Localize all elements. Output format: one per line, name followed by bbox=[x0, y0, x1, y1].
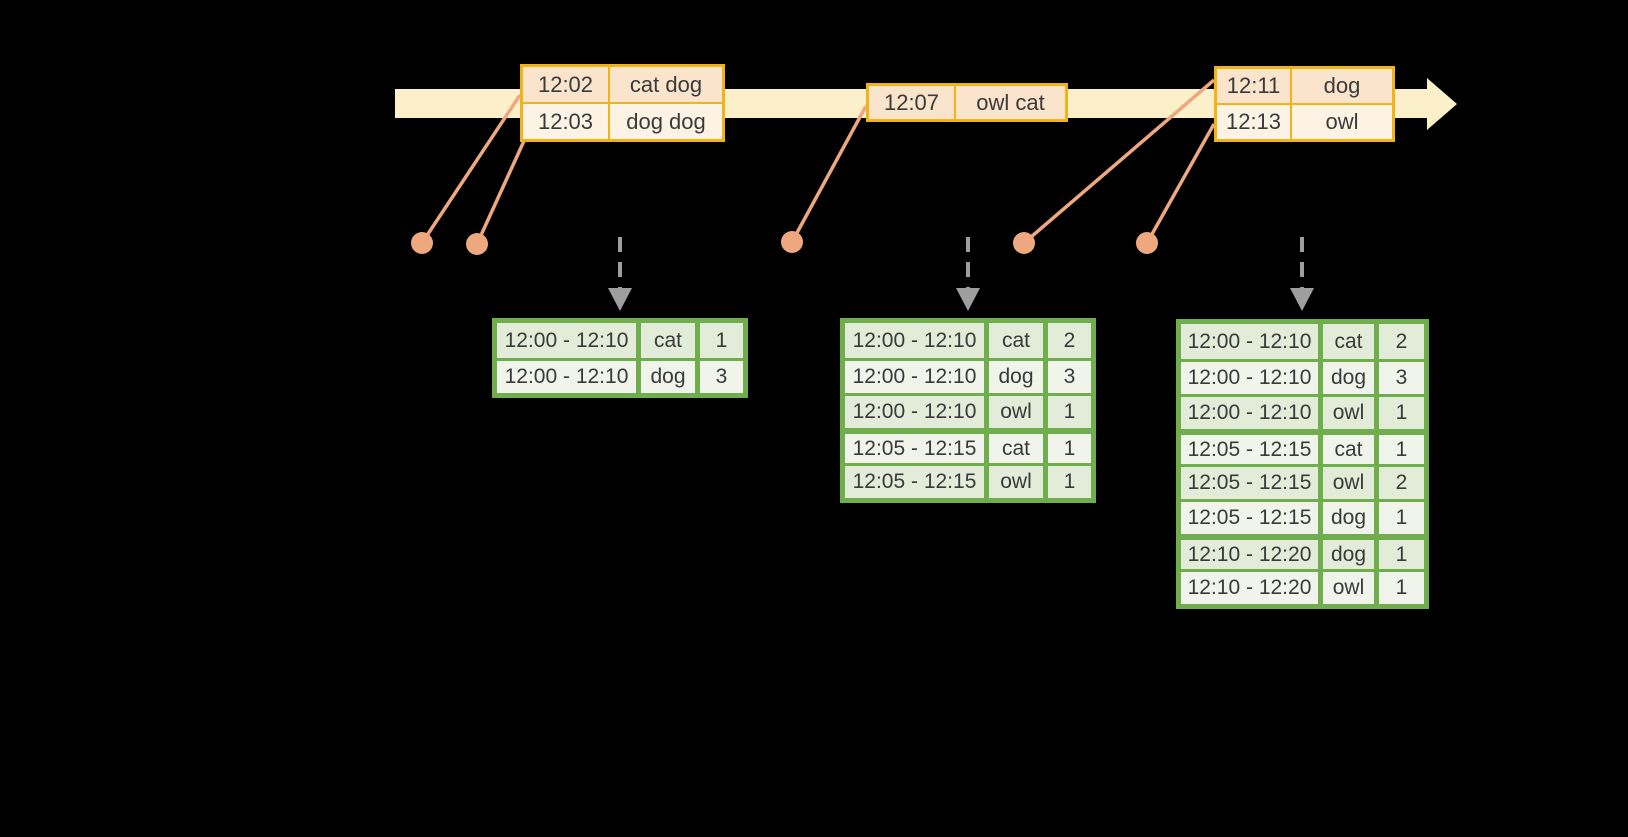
window-cell: 12:10 - 12:20 bbox=[1181, 572, 1323, 604]
word-cell: owl bbox=[1323, 572, 1379, 604]
count-cell: 1 bbox=[700, 323, 743, 358]
window-cell: 12:00 - 12:10 bbox=[845, 361, 989, 393]
event-row: 12:02 cat dog bbox=[523, 67, 722, 102]
window-cell: 12:05 - 12:15 bbox=[1181, 502, 1323, 534]
count-cell: 1 bbox=[1379, 502, 1424, 534]
result-row: 12:05 - 12:15 dog 1 bbox=[1181, 499, 1424, 534]
result-row: 12:05 - 12:15 owl 1 bbox=[845, 463, 1091, 498]
result-row: 12:00 - 12:10 dog 3 bbox=[1181, 359, 1424, 394]
window-cell: 12:00 - 12:10 bbox=[1181, 324, 1323, 359]
result-row: 12:05 - 12:15 cat 1 bbox=[1181, 429, 1424, 464]
event-box-3: 12:11 dog 12:13 owl bbox=[1214, 66, 1395, 142]
event-box-1: 12:02 cat dog 12:03 dog dog bbox=[520, 64, 725, 142]
result-row: 12:00 - 12:10 cat 2 bbox=[1181, 324, 1424, 359]
window-cell: 12:00 - 12:10 bbox=[1181, 397, 1323, 429]
event-row: 12:07 owl cat bbox=[869, 86, 1065, 119]
result-table-2: 12:00 - 12:10 cat 2 12:00 - 12:10 dog 3 … bbox=[840, 318, 1096, 503]
count-cell: 3 bbox=[700, 361, 743, 393]
event-time: 12:11 bbox=[1217, 69, 1292, 103]
event-box-2: 12:07 owl cat bbox=[866, 83, 1068, 122]
word-cell: cat bbox=[989, 323, 1048, 358]
event-row: 12:03 dog dog bbox=[523, 102, 722, 139]
word-cell: owl bbox=[1323, 397, 1379, 429]
event-time: 12:07 bbox=[869, 86, 956, 119]
event-time: 12:03 bbox=[523, 104, 610, 139]
count-cell: 2 bbox=[1379, 467, 1424, 499]
result-row: 12:00 - 12:10 cat 1 bbox=[497, 323, 743, 358]
event-dot bbox=[466, 233, 488, 255]
event-dot bbox=[781, 231, 803, 253]
connector-line bbox=[1022, 78, 1216, 245]
word-cell: cat bbox=[989, 434, 1048, 463]
connector-line bbox=[1145, 123, 1216, 244]
word-cell: owl bbox=[1323, 467, 1379, 499]
event-dot bbox=[411, 232, 433, 254]
window-cell: 12:05 - 12:15 bbox=[1181, 467, 1323, 499]
word-cell: dog bbox=[1323, 502, 1379, 534]
count-cell: 1 bbox=[1048, 396, 1091, 428]
word-cell: dog bbox=[641, 361, 700, 393]
event-dot bbox=[1013, 232, 1035, 254]
count-cell: 3 bbox=[1379, 362, 1424, 394]
word-cell: cat bbox=[1323, 324, 1379, 359]
word-cell: dog bbox=[1323, 540, 1379, 569]
result-row: 12:00 - 12:10 dog 3 bbox=[497, 358, 743, 393]
event-time: 12:02 bbox=[523, 67, 610, 102]
connector-line bbox=[790, 105, 868, 243]
word-cell: owl bbox=[989, 466, 1048, 498]
count-cell: 1 bbox=[1379, 540, 1424, 569]
connector-line bbox=[475, 140, 526, 245]
event-row: 12:13 owl bbox=[1217, 103, 1392, 139]
window-cell: 12:00 - 12:10 bbox=[845, 396, 989, 428]
window-cell: 12:05 - 12:15 bbox=[845, 434, 989, 463]
word-cell: dog bbox=[989, 361, 1048, 393]
result-row: 12:00 - 12:10 dog 3 bbox=[845, 358, 1091, 393]
count-cell: 1 bbox=[1379, 397, 1424, 429]
result-row: 12:05 - 12:15 cat 1 bbox=[845, 428, 1091, 463]
event-words: cat dog bbox=[610, 67, 722, 102]
window-cell: 12:00 - 12:10 bbox=[497, 361, 641, 393]
trigger-arrowhead-icon bbox=[956, 288, 980, 311]
count-cell: 1 bbox=[1048, 466, 1091, 498]
window-cell: 12:10 - 12:20 bbox=[1181, 540, 1323, 569]
result-row: 12:10 - 12:20 owl 1 bbox=[1181, 569, 1424, 604]
count-cell: 3 bbox=[1048, 361, 1091, 393]
result-row: 12:05 - 12:15 owl 2 bbox=[1181, 464, 1424, 499]
trigger-arrowhead-icon bbox=[608, 288, 632, 311]
event-time: 12:13 bbox=[1217, 105, 1292, 139]
word-cell: dog bbox=[1323, 362, 1379, 394]
word-cell: cat bbox=[641, 323, 700, 358]
event-words: owl cat bbox=[956, 86, 1065, 119]
window-cell: 12:00 - 12:10 bbox=[1181, 362, 1323, 394]
event-words: dog dog bbox=[610, 104, 722, 139]
result-row: 12:00 - 12:10 owl 1 bbox=[1181, 394, 1424, 429]
event-dot bbox=[1136, 232, 1158, 254]
result-row: 12:00 - 12:10 owl 1 bbox=[845, 393, 1091, 428]
count-cell: 2 bbox=[1379, 324, 1424, 359]
count-cell: 1 bbox=[1379, 435, 1424, 464]
event-row: 12:11 dog bbox=[1217, 69, 1392, 103]
result-table-3: 12:00 - 12:10 cat 2 12:00 - 12:10 dog 3 … bbox=[1176, 319, 1429, 609]
window-cell: 12:05 - 12:15 bbox=[1181, 435, 1323, 464]
timeline-arrowhead-icon bbox=[1427, 78, 1457, 130]
count-cell: 1 bbox=[1048, 434, 1091, 463]
event-words: owl bbox=[1292, 105, 1392, 139]
result-table-1: 12:00 - 12:10 cat 1 12:00 - 12:10 dog 3 bbox=[492, 318, 748, 398]
window-cell: 12:00 - 12:10 bbox=[497, 323, 641, 358]
count-cell: 2 bbox=[1048, 323, 1091, 358]
result-row: 12:00 - 12:10 cat 2 bbox=[845, 323, 1091, 358]
word-cell: cat bbox=[1323, 435, 1379, 464]
window-cell: 12:05 - 12:15 bbox=[845, 466, 989, 498]
result-row: 12:10 - 12:20 dog 1 bbox=[1181, 534, 1424, 569]
connector-line bbox=[420, 94, 522, 244]
count-cell: 1 bbox=[1379, 572, 1424, 604]
trigger-arrowhead-icon bbox=[1290, 288, 1314, 311]
window-cell: 12:00 - 12:10 bbox=[845, 323, 989, 358]
word-cell: owl bbox=[989, 396, 1048, 428]
event-words: dog bbox=[1292, 69, 1392, 103]
